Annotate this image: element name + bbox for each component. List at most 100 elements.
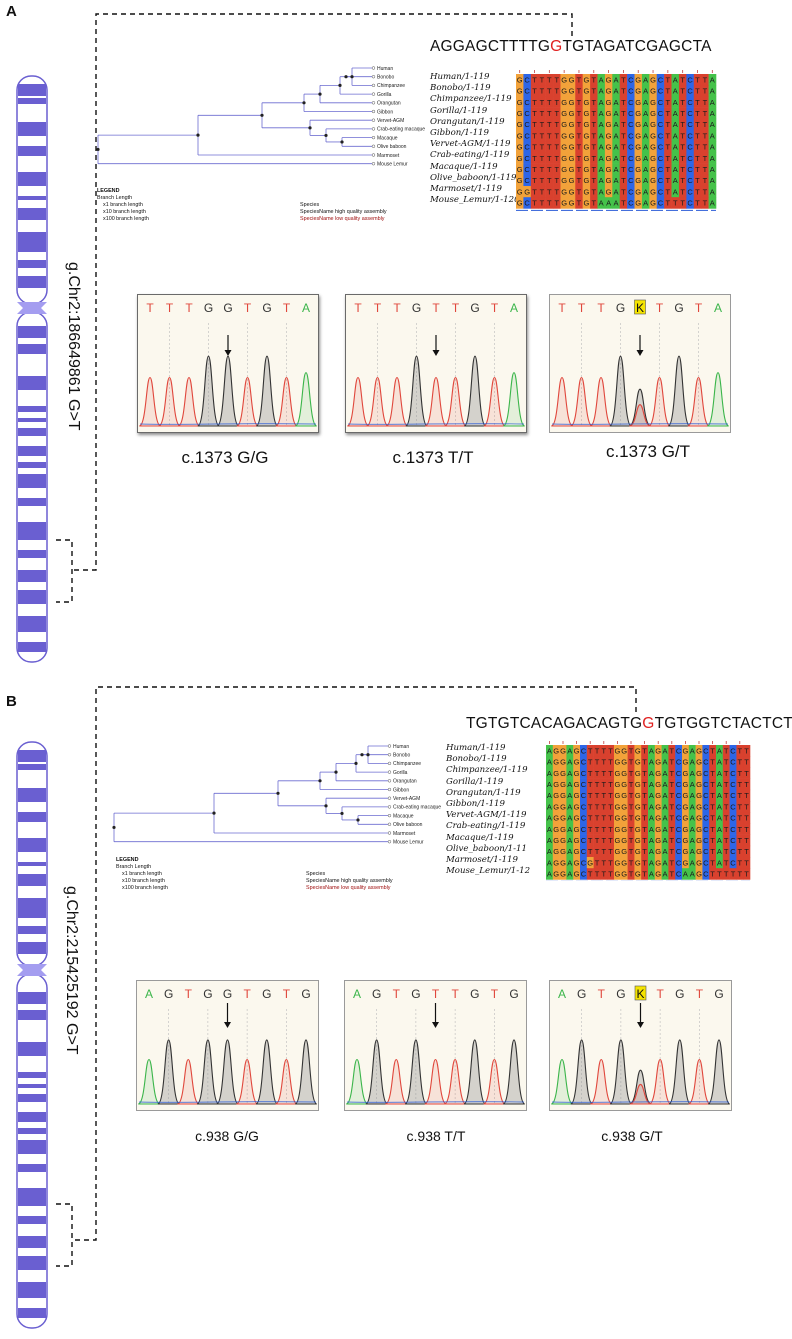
alignment-base: T bbox=[666, 154, 671, 163]
alignment-cell bbox=[668, 789, 676, 802]
alignment-cell bbox=[604, 107, 613, 120]
variant-arrowhead bbox=[636, 350, 644, 356]
legend-branch-item: x1 branch length bbox=[122, 871, 162, 877]
alignment-base: T bbox=[588, 870, 593, 879]
alignment-cell bbox=[695, 857, 703, 869]
alignment-cell bbox=[634, 801, 642, 813]
chromosome-band bbox=[18, 446, 46, 456]
alignment-cell bbox=[627, 107, 635, 120]
alignment-base: T bbox=[608, 847, 613, 856]
alignment-cell bbox=[530, 130, 539, 142]
alignment-base: G bbox=[569, 143, 575, 152]
alignment-cell bbox=[516, 85, 524, 97]
alignment-cell bbox=[661, 845, 669, 858]
alignment-cell bbox=[654, 834, 662, 847]
alignment-cell bbox=[627, 152, 635, 164]
alignment-base: T bbox=[738, 814, 743, 823]
alignment-base: G bbox=[635, 154, 641, 163]
alignment-cell bbox=[716, 845, 724, 858]
alignment-cell bbox=[567, 186, 576, 198]
tree-leaf-marker bbox=[387, 770, 392, 774]
alignment-cell bbox=[743, 767, 751, 779]
alignment-cell bbox=[552, 789, 560, 802]
base-call-letter: G bbox=[412, 301, 421, 315]
alignment-cell bbox=[634, 197, 643, 209]
alignment-base: T bbox=[724, 780, 729, 789]
alignment-base: T bbox=[744, 769, 749, 778]
alignment-cell bbox=[545, 74, 554, 86]
tree-leaf-label: Gibbon bbox=[393, 787, 409, 793]
alignment-base: G bbox=[635, 870, 641, 879]
base-call-letter: T bbox=[243, 987, 251, 1001]
alignment-base: C bbox=[658, 199, 664, 208]
alignment-cell bbox=[701, 130, 709, 142]
alignment-cell bbox=[573, 801, 581, 813]
alignment-base: G bbox=[583, 131, 589, 140]
tree-leaf-marker bbox=[371, 109, 376, 114]
tree-leaf-marker bbox=[387, 813, 392, 818]
alignment-base: A bbox=[662, 858, 667, 867]
alignment-cell bbox=[516, 152, 524, 164]
alignment-cell bbox=[612, 96, 621, 108]
alignment-cell bbox=[709, 789, 717, 802]
alignment-cell bbox=[654, 778, 662, 791]
chromosome-band bbox=[18, 642, 46, 652]
alignment-cell bbox=[566, 801, 574, 813]
alignment-cell bbox=[664, 141, 672, 153]
alignment-cell bbox=[516, 107, 524, 120]
alignment-base: G bbox=[517, 109, 523, 118]
chromosome-band bbox=[18, 1094, 46, 1102]
alignment-cell bbox=[607, 756, 615, 768]
tree-leaf-marker bbox=[387, 761, 392, 766]
alignment-base: T bbox=[547, 98, 552, 107]
alignment-cell bbox=[736, 789, 744, 802]
base-call-letter: A bbox=[302, 301, 310, 315]
alignment-cell bbox=[671, 118, 680, 131]
alignment-base: G bbox=[621, 802, 627, 811]
alignment-cell bbox=[682, 745, 690, 757]
alignment-cell bbox=[701, 163, 709, 176]
alignment-base: A bbox=[710, 87, 715, 96]
alignment-base: C bbox=[658, 165, 664, 174]
alignment-cell bbox=[619, 130, 628, 142]
alignment-base: T bbox=[724, 858, 729, 867]
alignment-base: T bbox=[744, 758, 749, 767]
alignment-cell bbox=[538, 85, 546, 97]
alignment-cell bbox=[620, 778, 628, 791]
alignment-base: G bbox=[621, 870, 627, 879]
alignment-base: A bbox=[643, 75, 648, 84]
alignment-cell bbox=[586, 868, 594, 880]
alignment-base: A bbox=[567, 758, 572, 767]
tree-leaf-marker bbox=[371, 66, 376, 70]
alignment-cell bbox=[664, 152, 672, 164]
chromosome-band bbox=[18, 84, 46, 96]
alignment-cell bbox=[641, 107, 650, 120]
alignment-base: G bbox=[655, 814, 661, 823]
alignment-base: A bbox=[643, 176, 648, 185]
trace-peak bbox=[424, 376, 448, 427]
alignment-cell bbox=[678, 85, 687, 97]
alignment-cell bbox=[678, 141, 687, 153]
alignment-cell bbox=[675, 801, 683, 813]
alignment-base: T bbox=[602, 847, 607, 856]
alignment-cell bbox=[590, 174, 598, 187]
chromosome-band bbox=[18, 862, 46, 866]
tree-leaf-marker bbox=[387, 796, 392, 800]
alignment-base: T bbox=[666, 165, 671, 174]
alignment-base: G bbox=[561, 143, 567, 152]
alignment-base: T bbox=[588, 758, 593, 767]
alignment-cell bbox=[654, 812, 662, 824]
alignment-cell bbox=[538, 186, 546, 198]
alignment-base: G bbox=[682, 858, 688, 867]
alignment-base: A bbox=[662, 870, 667, 879]
alignment-base: T bbox=[602, 870, 607, 879]
alignment-cell bbox=[634, 107, 643, 120]
trace-peak bbox=[629, 1069, 652, 1105]
alignment-cell bbox=[708, 152, 717, 164]
alignment-cell bbox=[693, 130, 702, 142]
alignment-base: A bbox=[567, 858, 572, 867]
alignment-base: C bbox=[676, 780, 682, 789]
alignment-base: T bbox=[621, 131, 626, 140]
